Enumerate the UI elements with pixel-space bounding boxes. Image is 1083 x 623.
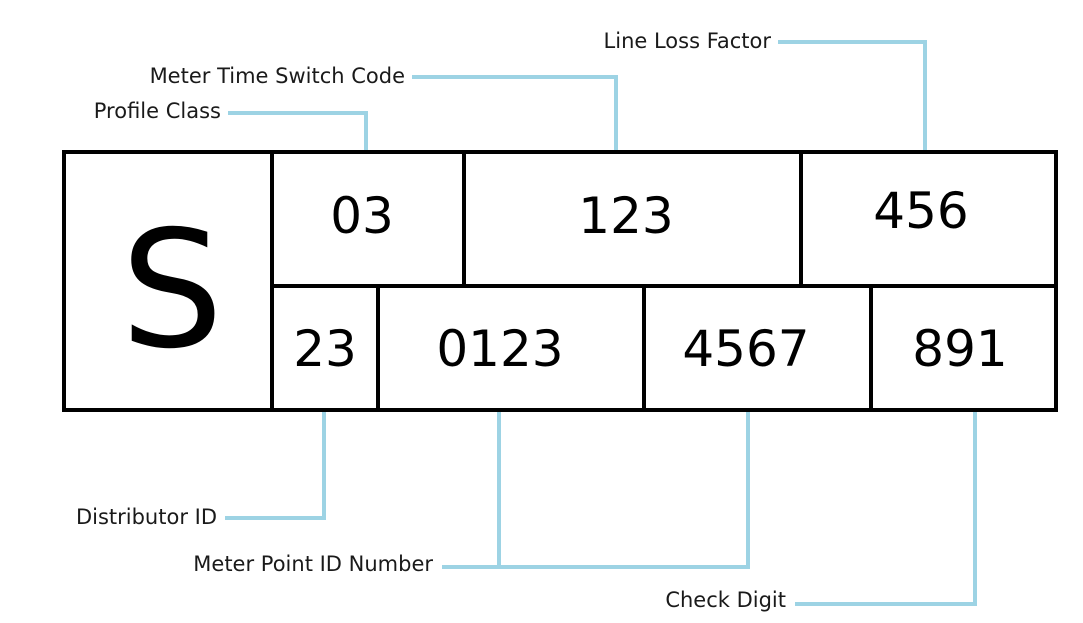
profile-class-connector	[228, 111, 368, 150]
meter-point-id-number-label: Meter Point ID Number	[193, 552, 433, 576]
mpan-outer-border	[62, 150, 1058, 412]
check-digit-cell: 891	[912, 320, 1007, 378]
line-loss-factor-connector	[778, 40, 927, 150]
prefix-cell: S	[121, 197, 224, 385]
check-digit-label: Check Digit	[665, 588, 786, 612]
line-loss-factor-label: Line Loss Factor	[603, 29, 771, 53]
meter-point-id-number-connector	[497, 411, 750, 569]
line-loss-factor-cell: 456	[873, 182, 968, 240]
mpid-part2-cell: 4567	[682, 320, 809, 378]
meter-time-switch-code-connector	[412, 75, 618, 150]
check-digit-connector	[795, 411, 977, 606]
mpid-part1-cell: 0123	[436, 320, 563, 378]
profile-class-cell: 03	[330, 187, 394, 245]
distributor-id-cell: 23	[293, 320, 357, 378]
meter-time-switch-code-cell: 123	[578, 187, 673, 245]
meter-time-switch-code-label: Meter Time Switch Code	[149, 64, 405, 88]
distributor-id-connector	[225, 411, 326, 520]
distributor-id-label: Distributor ID	[75, 505, 217, 529]
profile-class-label: Profile Class	[93, 99, 221, 123]
